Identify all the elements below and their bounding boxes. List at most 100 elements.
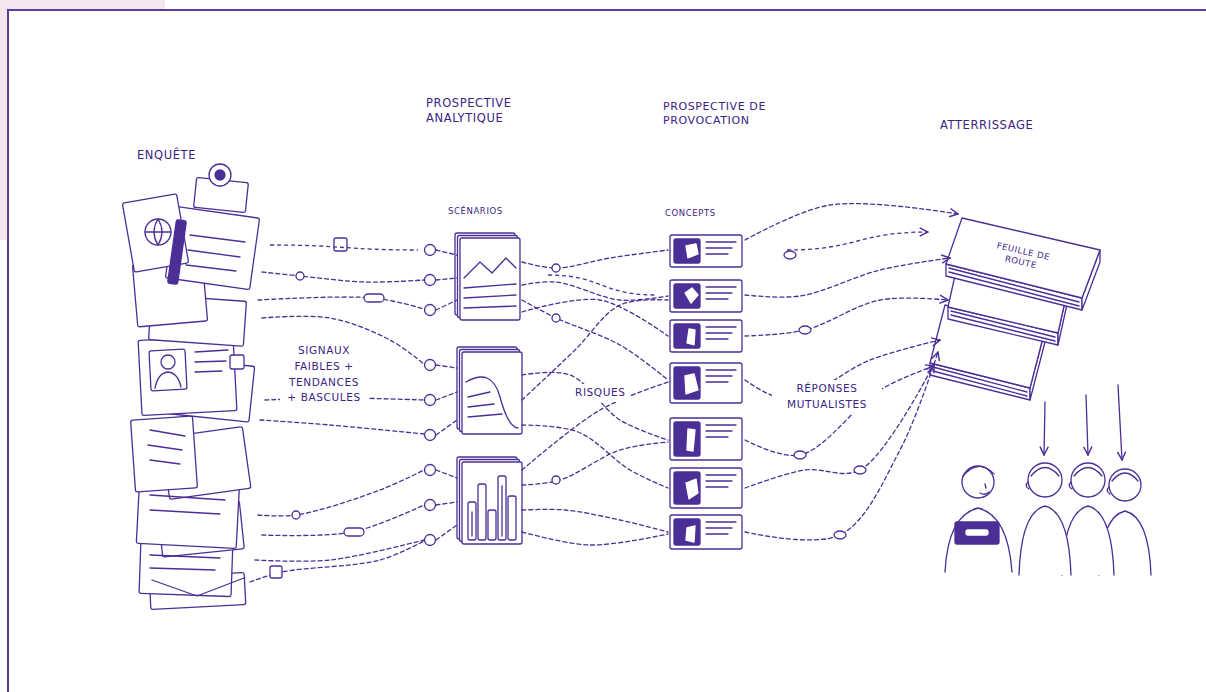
hatching bbox=[150, 495, 225, 514]
concept-glyph bbox=[687, 329, 695, 345]
book-cover bbox=[946, 218, 1100, 298]
person-hair bbox=[1031, 468, 1059, 477]
hatching bbox=[472, 486, 502, 536]
person-shoulders bbox=[945, 508, 1012, 572]
column-heading: PROSPECTIVE ANALYTIQUE bbox=[426, 96, 544, 126]
flow-circle bbox=[425, 275, 436, 286]
flow-oval bbox=[799, 326, 811, 334]
dashed-flow bbox=[522, 509, 668, 532]
concept-image bbox=[674, 324, 700, 348]
concept-glyph bbox=[686, 479, 698, 499]
landing-books: ATTERRISSAGEFEUILLE DE ROUTE bbox=[928, 118, 1105, 408]
flow-label: SIGNAUX FAIBLES + TENDANCES + BASCULES bbox=[280, 342, 368, 407]
concept-card-frame bbox=[670, 320, 742, 352]
flow-square bbox=[334, 238, 347, 251]
sub-heading: SCÉNARIOS bbox=[448, 206, 538, 217]
flow-lines bbox=[250, 204, 1122, 582]
dashed-flow-arrow bbox=[745, 366, 934, 456]
dashed-flow bbox=[436, 278, 457, 280]
book-pages bbox=[951, 311, 1055, 341]
portrait-frame bbox=[149, 349, 187, 391]
scenario-column: PROSPECTIVE ANALYTIQUE SCÉNARIOS bbox=[418, 96, 548, 556]
flow-dot bbox=[552, 476, 560, 484]
dashed-flow bbox=[522, 299, 668, 336]
person-head bbox=[1071, 463, 1105, 497]
dashed-flow bbox=[436, 420, 457, 435]
flow-pill bbox=[344, 528, 364, 536]
scenario-card-stack bbox=[457, 347, 522, 434]
dashed-flow bbox=[522, 442, 668, 485]
dashed-flow-arrow bbox=[745, 258, 950, 297]
portrait-head bbox=[161, 355, 175, 369]
audience bbox=[945, 463, 1151, 575]
concept-card bbox=[670, 280, 742, 312]
dashed-flow bbox=[260, 420, 424, 434]
flow-oval bbox=[794, 451, 806, 459]
concept-text-lines bbox=[706, 287, 736, 299]
flow-oval bbox=[854, 466, 866, 474]
scenario-card bbox=[462, 462, 522, 544]
flow-circle bbox=[425, 430, 436, 441]
concept-card bbox=[670, 468, 742, 508]
stamp bbox=[230, 355, 244, 369]
concept-text-lines bbox=[706, 475, 736, 487]
person-head bbox=[1109, 469, 1141, 501]
concept-glyph bbox=[685, 288, 698, 303]
text-lines bbox=[186, 235, 245, 271]
presenter bbox=[945, 466, 1012, 572]
concept-image bbox=[674, 422, 700, 456]
dashed-flow bbox=[436, 365, 457, 368]
mountain-sketch bbox=[464, 258, 516, 278]
concept-glyph bbox=[686, 244, 698, 258]
flow-pill bbox=[364, 294, 384, 302]
concept-card-frame bbox=[670, 363, 742, 403]
dashed-flow bbox=[436, 300, 457, 310]
dashed-flow bbox=[258, 470, 424, 516]
flow-circle bbox=[425, 395, 436, 406]
column-heading: PROSPECTIVE DE PROVOCATION bbox=[663, 100, 783, 129]
page-frame bbox=[8, 10, 1206, 692]
globe bbox=[145, 219, 171, 245]
laptop-sticker bbox=[966, 530, 988, 535]
book-stack bbox=[930, 218, 1100, 400]
document-sheet bbox=[131, 416, 198, 492]
concept-image bbox=[674, 472, 700, 504]
concept-text-lines bbox=[706, 327, 736, 339]
dashed-flow bbox=[258, 297, 424, 309]
book bbox=[946, 218, 1100, 310]
person-ear bbox=[1026, 482, 1029, 489]
dashed-flow bbox=[262, 505, 424, 536]
flow-connector bbox=[787, 232, 928, 250]
person-head bbox=[1028, 463, 1062, 497]
flow-oval bbox=[784, 251, 796, 259]
wave-sketch bbox=[466, 377, 518, 428]
scenario-card-stack bbox=[455, 233, 520, 320]
flow-label: RÉPONSES MUTUALISTES bbox=[772, 380, 882, 414]
dashed-flow bbox=[436, 392, 457, 400]
concept-glyph bbox=[686, 526, 695, 542]
scenario-stacks bbox=[455, 233, 522, 544]
concept-text-lines bbox=[706, 522, 736, 534]
camera-lens bbox=[209, 164, 231, 186]
hatching bbox=[150, 555, 220, 570]
envelope-flap bbox=[152, 578, 244, 596]
book-pages bbox=[933, 367, 1027, 396]
concept-text-lines bbox=[706, 370, 736, 382]
flow-circle bbox=[425, 465, 436, 476]
dashed-flow bbox=[522, 372, 668, 440]
dashed-flow bbox=[436, 502, 457, 505]
concept-image bbox=[674, 239, 700, 263]
book-pages bbox=[949, 268, 1079, 306]
flow-circle bbox=[425, 535, 436, 546]
dashed-flow-arrow bbox=[745, 364, 934, 488]
flow-square bbox=[270, 566, 282, 578]
dashed-flow bbox=[436, 470, 457, 478]
hatching bbox=[464, 284, 516, 308]
flow-circle bbox=[425, 305, 436, 316]
concept-text-lines bbox=[706, 242, 736, 254]
document-sheet bbox=[138, 336, 237, 416]
dashed-flow-arrow bbox=[745, 204, 958, 240]
scenario-card-stack bbox=[457, 457, 522, 544]
globe-lines bbox=[145, 219, 171, 245]
